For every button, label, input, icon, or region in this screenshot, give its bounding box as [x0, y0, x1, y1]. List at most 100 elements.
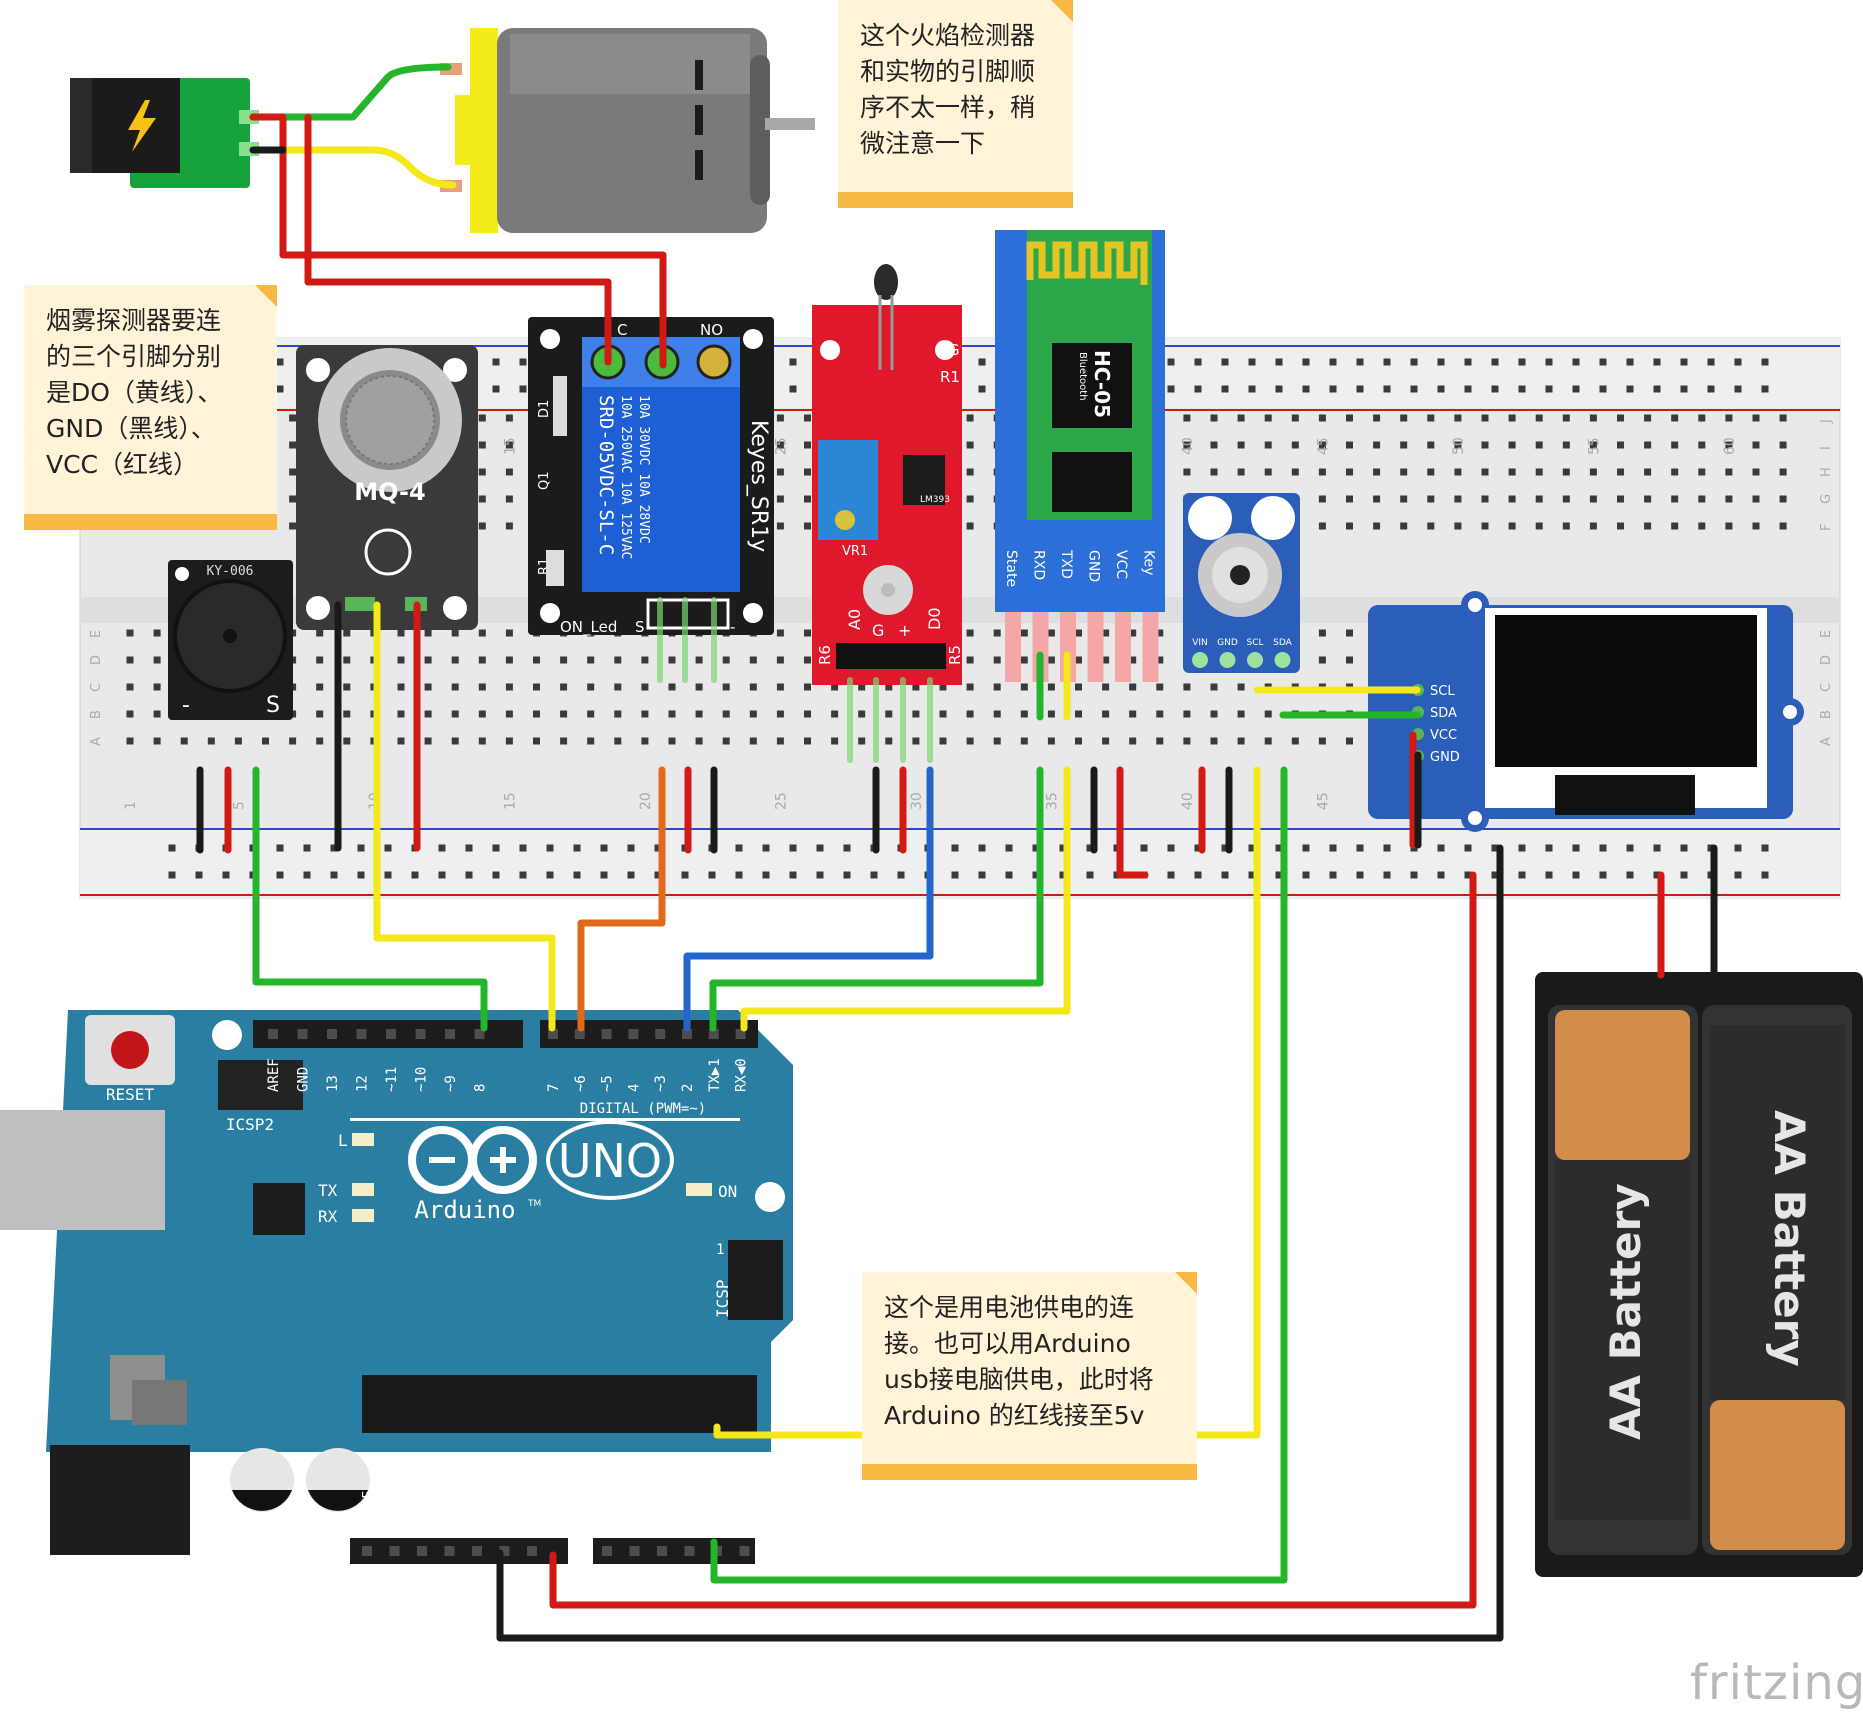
breadboard-hole — [1156, 710, 1164, 718]
breadboard-hole — [1346, 629, 1353, 637]
column-number-bottom: 1 — [123, 801, 139, 810]
header-pin — [327, 1029, 337, 1039]
rail-hole — [1491, 844, 1499, 852]
rail-hole — [1464, 358, 1472, 366]
header-pin — [708, 1029, 719, 1039]
breadboard-hole — [1020, 683, 1028, 691]
rail-hole — [1734, 871, 1742, 879]
breadboard-hole — [749, 710, 757, 718]
breadboard-hole — [695, 710, 703, 718]
breadboard-hole — [1589, 414, 1597, 422]
breadboard-hole — [397, 710, 405, 718]
rail-hole — [492, 871, 500, 879]
rail-hole — [978, 385, 986, 393]
breadboard-hole — [397, 683, 405, 691]
rail-hole — [411, 871, 419, 879]
breadboard-hole — [804, 656, 811, 664]
breadboard-hole — [993, 656, 1001, 664]
breadboard-hole — [1075, 629, 1082, 637]
flame-ic-label: LM393 — [920, 495, 950, 505]
breadboard-hole — [1264, 710, 1272, 718]
rail-hole — [195, 871, 203, 879]
column-number-top: 15 — [502, 437, 518, 455]
breadboard-hole — [776, 414, 784, 422]
relay-rating-1: 10A 250VAC 10A 125VAC — [618, 395, 633, 559]
row-letter-right: H — [1819, 467, 1834, 477]
rail-hole — [1248, 871, 1256, 879]
breadboard-hole — [776, 468, 784, 476]
breadboard-hole — [1535, 522, 1543, 530]
breadboard-hole — [776, 737, 784, 745]
rail-hole — [438, 844, 446, 852]
breadboard-hole — [424, 683, 432, 691]
breadboard-hole — [1210, 710, 1218, 718]
rail-hole — [897, 871, 905, 879]
rail-hole — [1680, 358, 1688, 366]
row-letter-right: J — [1819, 419, 1834, 424]
breadboard-hole — [153, 737, 161, 745]
breadboard-hole — [912, 710, 920, 718]
rail-hole — [1005, 871, 1013, 879]
breadboard-hole — [1454, 441, 1462, 449]
rail-hole — [1734, 358, 1742, 366]
breadboard-hole — [153, 629, 161, 637]
breadboard-hole — [804, 629, 811, 637]
rail-hole — [1329, 844, 1337, 852]
wire-red-relay-no — [249, 113, 667, 369]
column-number-bottom: 30 — [909, 792, 925, 810]
rail-hole — [1329, 385, 1337, 393]
breadboard-hole — [804, 522, 811, 530]
breadboard-hole — [668, 656, 676, 664]
row-letter-left: A — [89, 737, 104, 746]
reset-button[interactable] — [111, 1031, 149, 1069]
breadboard-hole — [1562, 495, 1570, 503]
breadboard-hole — [1671, 468, 1679, 476]
rail-hole — [816, 844, 824, 852]
header-pin — [628, 1029, 639, 1039]
rail-hole — [1221, 358, 1229, 366]
rail-hole — [870, 871, 878, 879]
relay-module: C NO SRD-05VDC-SL-C 10A 250VAC 10A 125VA… — [528, 317, 774, 637]
power-pin-label: GND — [471, 1506, 486, 1530]
breadboard-hole — [1454, 522, 1462, 530]
rail-hole — [465, 844, 473, 852]
row-letter-right: A — [1819, 737, 1834, 746]
rail-hole — [330, 844, 338, 852]
rail-hole — [1167, 385, 1175, 393]
rail-hole — [654, 844, 662, 852]
hc05-name: HC-05 — [1090, 350, 1114, 418]
breadboard-hole — [641, 737, 649, 745]
breadboard-hole — [776, 710, 784, 718]
rail-hole — [519, 871, 527, 879]
oled-pin-label: VCC — [1430, 728, 1457, 743]
breadboard-hole — [804, 683, 811, 691]
digital-pin-label: 8 — [473, 1084, 489, 1092]
analog-label: ANALOG IN — [660, 1488, 736, 1504]
breadboard-hole — [1346, 468, 1353, 476]
flame-pin-legs — [847, 677, 933, 763]
rail-hole — [762, 844, 770, 852]
breadboard-hole — [1779, 495, 1787, 503]
wire-yellow-hc05-pin0 — [740, 766, 1071, 1032]
breadboard-hole — [587, 710, 595, 718]
breadboard-hole — [180, 737, 188, 745]
wire-green-buzzer-pin9 — [252, 766, 488, 1032]
breadboard-hole — [1373, 522, 1381, 530]
rail-hole — [1383, 358, 1391, 366]
rail-hole — [978, 844, 986, 852]
rail-hole — [1518, 844, 1526, 852]
mq4-label: MQ-4 — [354, 478, 425, 506]
rail-hole — [1032, 871, 1040, 879]
breadboard-hole — [776, 629, 784, 637]
rail-hole — [1410, 385, 1418, 393]
breadboard-hole — [1183, 441, 1191, 449]
rail-hole — [276, 844, 284, 852]
breadboard-hole — [505, 468, 513, 476]
rail-hole — [1761, 871, 1769, 879]
breadboard-hole — [1752, 468, 1760, 476]
breadboard-hole — [1508, 495, 1516, 503]
breadboard-hole — [831, 683, 839, 691]
breadboard-hole — [560, 656, 568, 664]
header-pin — [474, 1029, 485, 1039]
